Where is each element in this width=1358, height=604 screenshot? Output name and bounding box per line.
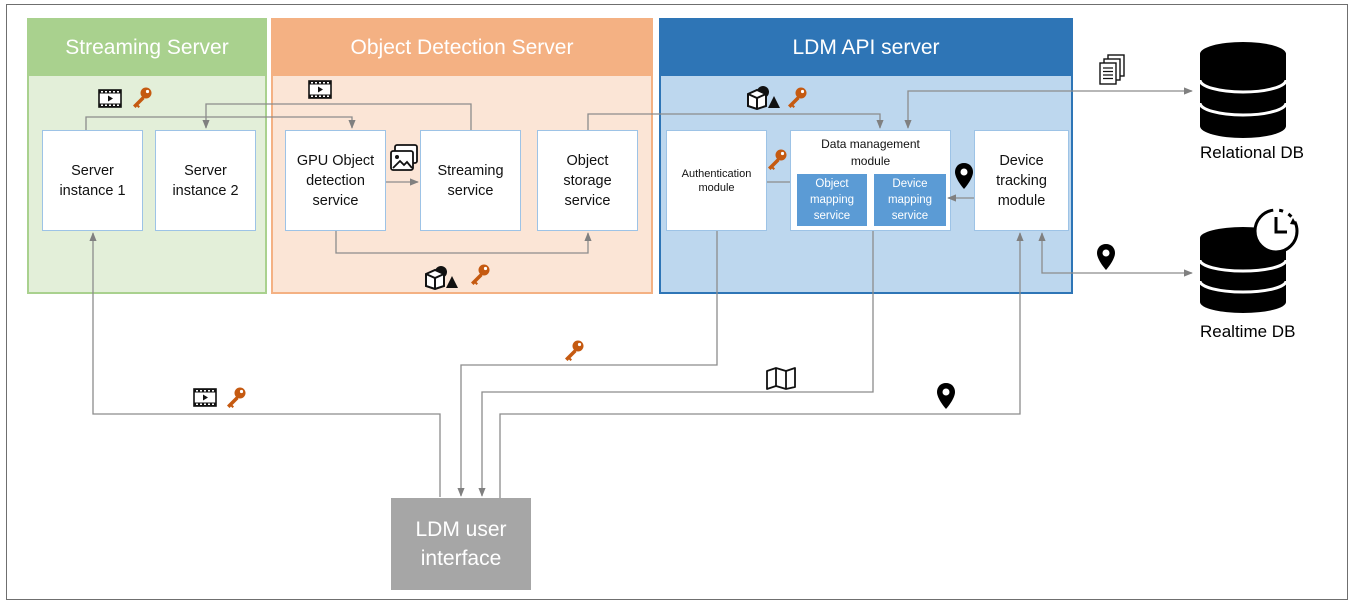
object-storage-service: Object storage service	[537, 130, 638, 231]
map-icon	[766, 367, 796, 390]
ldm-user-interface: LDM user interface	[391, 498, 531, 590]
authentication-module: Authentication module	[666, 130, 767, 231]
relational-db-label: Relational DB	[1200, 143, 1304, 162]
device-tracking-module: Device tracking module	[974, 130, 1069, 231]
server-instance-1: Server instance 1	[42, 130, 143, 231]
ldm-api-server-title: LDM API server	[661, 20, 1071, 76]
relational-database-icon	[1198, 42, 1288, 138]
object-mapping-service: Object mapping service	[797, 174, 867, 226]
shapes-icon	[747, 86, 780, 110]
documents-icon	[1099, 54, 1125, 85]
clock-icon	[1253, 208, 1299, 254]
key-icon	[133, 87, 152, 108]
server-instance-2: Server instance 2	[155, 130, 256, 231]
video-icon	[193, 388, 217, 407]
shapes-icon	[425, 266, 458, 290]
diagram-frame	[6, 4, 1348, 600]
images-icon	[390, 144, 418, 171]
device-mapping-service: Device mapping service	[874, 174, 946, 226]
realtime-db-label: Realtime DB	[1200, 322, 1296, 341]
key-icon	[565, 340, 584, 361]
video-icon	[98, 89, 122, 108]
key-icon	[768, 149, 787, 170]
key-icon	[471, 264, 490, 285]
object-detection-server-title: Object Detection Server	[273, 20, 651, 76]
location-pin-icon	[937, 383, 955, 409]
streaming-server-title: Streaming Server	[29, 20, 265, 76]
location-pin-icon	[1097, 244, 1115, 270]
video-icon	[308, 80, 332, 99]
key-icon	[227, 387, 246, 408]
location-pin-icon	[955, 163, 973, 189]
key-icon	[788, 87, 807, 108]
streaming-service: Streaming service	[420, 130, 521, 231]
gpu-object-detection-service: GPU Object detection service	[285, 130, 386, 231]
